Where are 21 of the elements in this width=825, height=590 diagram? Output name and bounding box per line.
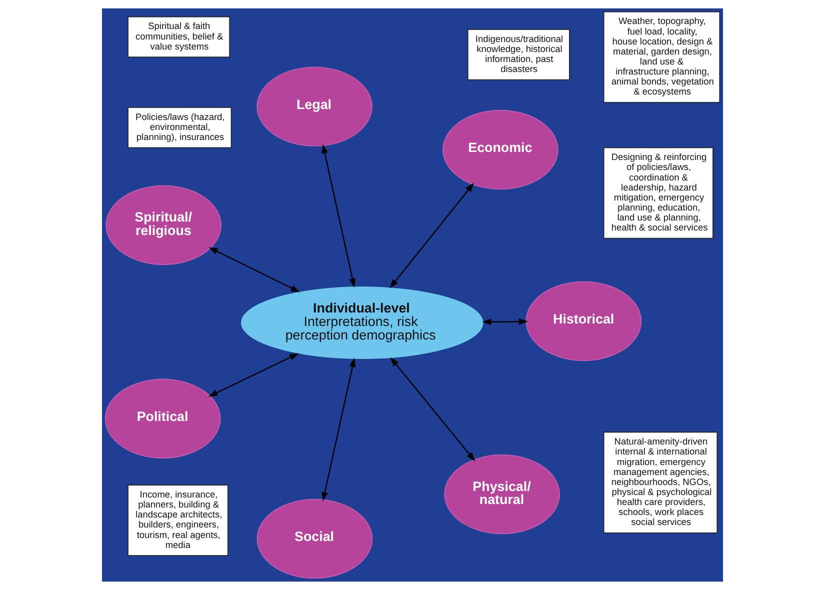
node-ellipse: Social bbox=[256, 498, 373, 579]
node-box: Designing & reinforcing of policies/laws, coordination & leadership, hazard mitigation, emergency planning, education, land use & planning, health & social services bbox=[603, 147, 714, 239]
node-box: Spiritual & faith communities, belief & value systems bbox=[128, 16, 230, 58]
arrow bbox=[390, 182, 474, 288]
arrow bbox=[390, 357, 476, 462]
node-ellipse: Legal bbox=[256, 66, 372, 146]
arrow bbox=[322, 358, 356, 502]
node-ellipse: Spiritual/ religious bbox=[106, 185, 222, 265]
node-box: Natural-amenity-driven internal & international migration, emergency management agencies, neighbourhoods, NGOs, physical & psychological health care providers, schools, work places social services bbox=[603, 432, 718, 534]
node-box: Weather, topography, fuel load, locality, house location, design & material, garden design, land use & infrastructure planning, animal bonds, vegetation & ecosystems bbox=[603, 11, 720, 103]
node-ellipse: Political bbox=[104, 378, 221, 459]
arrow bbox=[208, 353, 299, 397]
node-ellipse: Physical/ natural bbox=[444, 454, 560, 534]
arrow bbox=[322, 144, 356, 288]
node-box: Income, insurance, planners, building & landscape architects, builders, engineers, tourism, real agents, media bbox=[128, 484, 228, 556]
node-box: Indigenous/traditional knowledge, historical information, past disasters bbox=[467, 28, 570, 80]
node-box: Policies/laws (hazard, environmental, planning), insurances bbox=[128, 107, 232, 148]
node-ellipse: Historical bbox=[526, 281, 642, 361]
arrow bbox=[482, 318, 528, 326]
node-ellipse: Economic bbox=[442, 110, 558, 190]
arrow bbox=[208, 247, 300, 292]
